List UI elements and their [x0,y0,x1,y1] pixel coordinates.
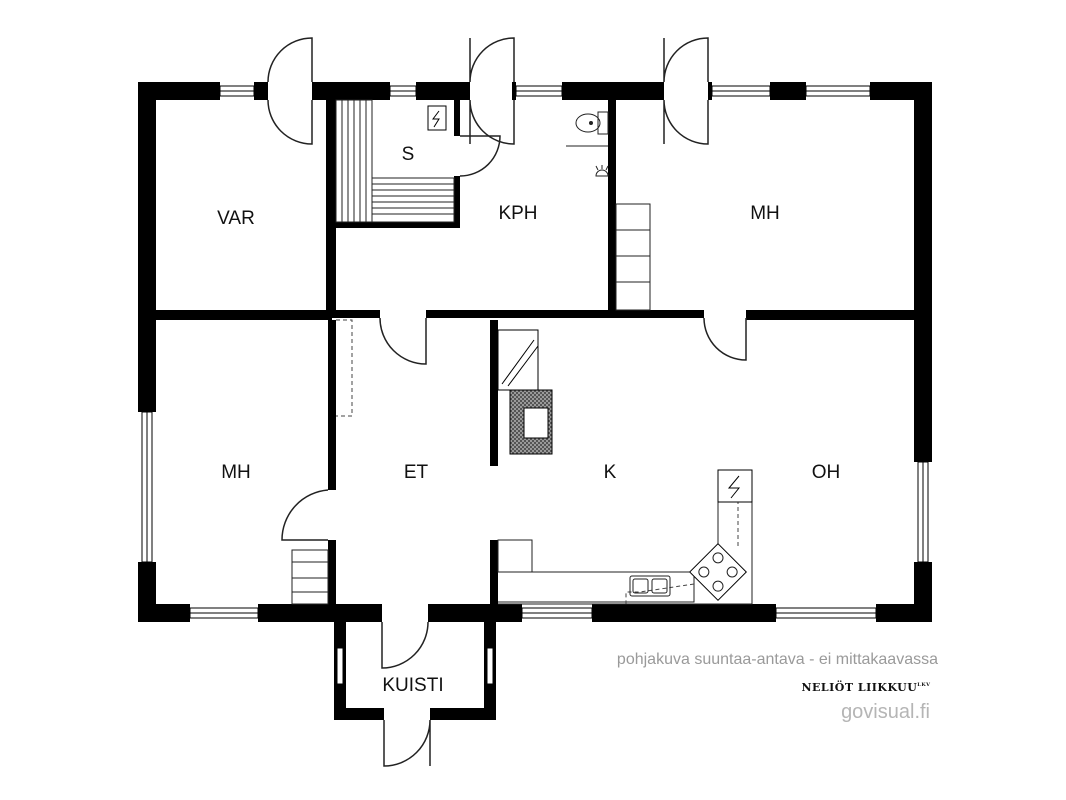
fireplace [497,329,553,455]
room-label-mh-top: MH [750,203,780,224]
toilet-icon [575,111,609,135]
closet-left [336,319,353,417]
room-label-oh: OH [812,462,841,483]
sauna-benches [335,99,455,223]
windows [141,85,929,685]
exterior-walls [138,82,932,720]
room-label-kph: KPH [498,203,537,224]
sauna-stove-icon [427,105,447,131]
room-label-kuisti: KUISTI [382,675,443,696]
shower-icon [566,145,609,177]
shelving [291,549,329,605]
brand-mark: LKV [917,682,930,688]
room-label-et: ET [404,462,429,483]
room-label-var: VAR [217,208,255,229]
exterior-doors [267,37,709,145]
kitchen-dashline [625,500,739,604]
stairs [615,203,651,311]
room-label-mh-left: MH [221,462,251,483]
brand-name: NELIÖT LIIKKUU [801,680,917,694]
room-label-k: K [604,462,617,483]
room-label-sauna: S [402,144,415,165]
disclaimer-text: pohjakuva suuntaa-antava - ei mittakaava… [617,651,938,668]
site-url: govisual.fi [841,701,930,723]
sink-icon [629,575,671,597]
interior-doors [281,135,747,767]
interior-walls [156,100,914,604]
stove-icon [689,543,747,601]
electric-panel-icon [717,469,753,503]
brand-logo: NELIÖT LIIKKUULKV [801,680,930,694]
